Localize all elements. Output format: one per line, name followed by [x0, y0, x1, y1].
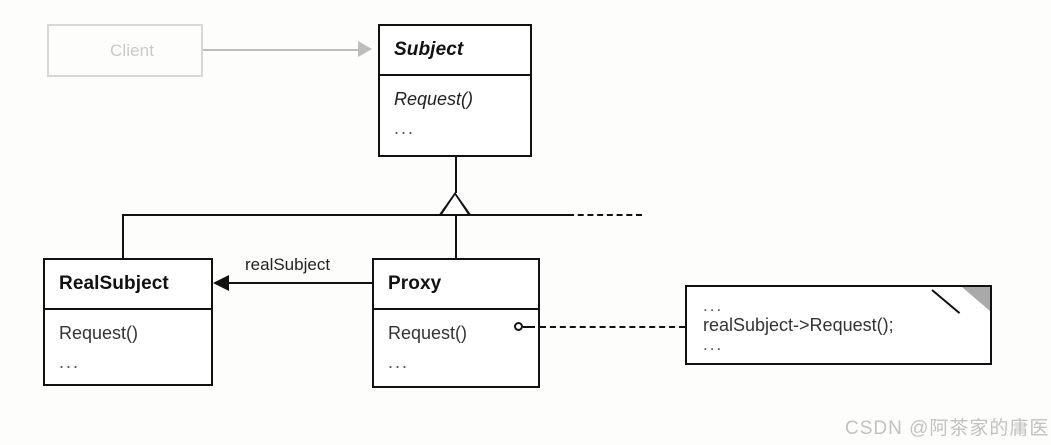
operation-realsubject-ellipsis: ... — [59, 351, 81, 372]
note-anchor-stub — [523, 326, 535, 328]
class-name-realsubject: RealSubject — [59, 273, 169, 294]
operation-proxy-request: Request() — [388, 323, 468, 343]
class-name-proxy: Proxy — [388, 273, 442, 294]
association-label-realsubject: realSubject — [245, 255, 331, 274]
note-box[interactable]: ... realSubject->Request(); ... — [685, 285, 992, 365]
class-compartment-client-title: Client — [49, 26, 201, 75]
note-anchor-dashed-line — [540, 326, 685, 328]
generalization-dashed-continuation — [568, 214, 642, 216]
class-name-subject: Subject — [394, 39, 464, 60]
class-box-subject[interactable]: Subject Request() ... — [378, 24, 532, 157]
class-compartment-subject-operations: Request() ... — [380, 74, 530, 155]
note-line-1: ... — [703, 295, 724, 315]
generalization-drop-proxy — [455, 214, 457, 260]
dependency-line-client-subject — [203, 49, 358, 51]
note-line-3: ... — [703, 335, 724, 355]
note-folded-corner-icon — [962, 287, 990, 311]
generalization-horizontal-bar — [122, 214, 570, 216]
class-box-proxy[interactable]: Proxy Request() ... — [372, 258, 540, 388]
association-line-proxy-realsubject — [228, 282, 372, 284]
class-box-client[interactable]: Client — [47, 24, 203, 77]
class-compartment-realsubject-operations: Request() ... — [45, 308, 211, 384]
class-compartment-proxy-title: Proxy — [374, 260, 538, 308]
class-compartment-subject-title: Subject — [380, 26, 530, 74]
dependency-arrowhead-client-subject — [358, 41, 372, 57]
note-line-2: realSubject->Request(); — [703, 314, 894, 335]
note-anchor-circle-icon — [514, 322, 523, 331]
operation-subject-ellipsis: ... — [394, 117, 416, 138]
class-compartment-proxy-operations: Request() ... — [374, 308, 538, 386]
watermark-text: CSDN @阿茶家的庸医 — [845, 418, 1050, 439]
class-compartment-realsubject-title: RealSubject — [45, 260, 211, 308]
operation-realsubject-request: Request() — [59, 323, 139, 343]
operation-subject-request: Request() — [394, 89, 474, 109]
class-name-client: Client — [109, 40, 155, 60]
generalization-stem — [455, 157, 457, 193]
operation-proxy-ellipsis: ... — [388, 351, 410, 372]
association-arrowhead-realsubject — [213, 275, 229, 291]
class-box-realsubject[interactable]: RealSubject Request() ... — [43, 258, 213, 386]
generalization-drop-realsubject — [122, 214, 124, 260]
generalization-triangle-icon — [438, 192, 472, 216]
note-fold-flap-icon — [944, 295, 962, 311]
